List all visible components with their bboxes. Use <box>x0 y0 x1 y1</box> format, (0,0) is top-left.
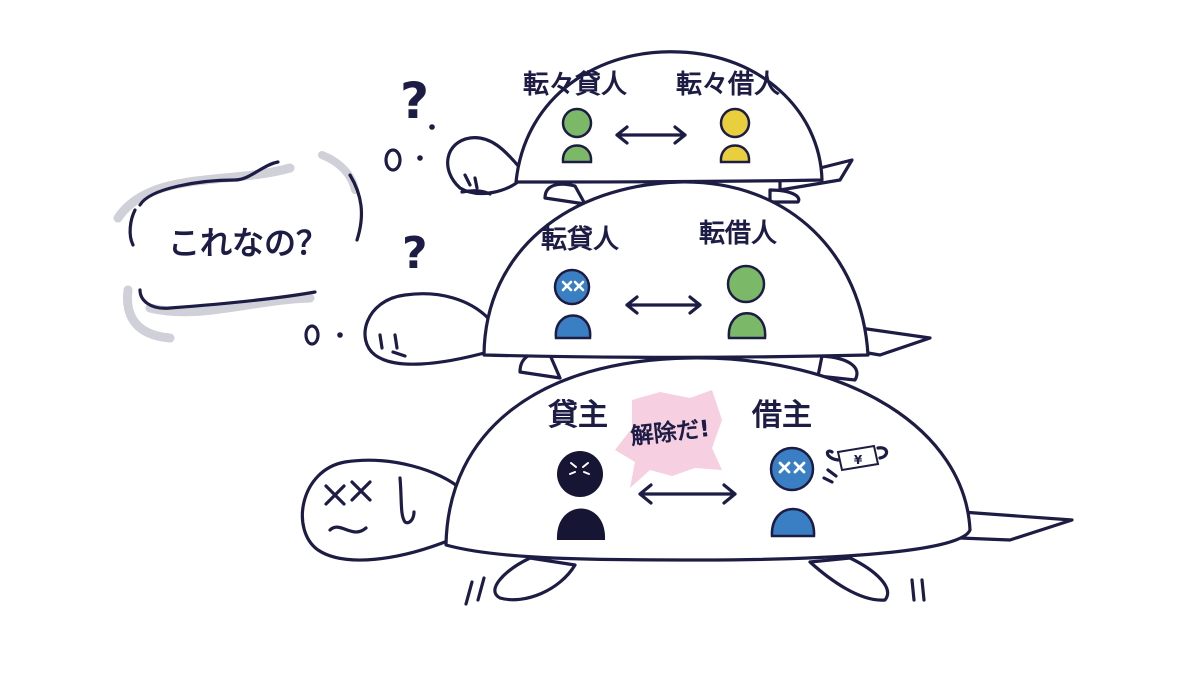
middle-left-person-icon <box>553 268 592 340</box>
middle-left-person-head <box>553 268 591 306</box>
top-turtle: 転々貸人 転々借人 <box>446 50 854 206</box>
bottom-right-person-icon <box>769 446 816 538</box>
middle-right-person-head <box>726 264 766 304</box>
top-left-person-icon <box>561 107 593 164</box>
middle-left-person-body <box>554 314 592 340</box>
bottom-left-person-head <box>557 451 603 497</box>
bottom-turtle-front-leg <box>493 556 577 602</box>
question-mark-1: ? <box>400 72 429 130</box>
middle-turtle-shell <box>482 180 870 359</box>
bottom-right-person-head <box>769 446 815 492</box>
bottom-left-label: 貸主 <box>548 398 608 433</box>
bottom-double-arrow-icon <box>638 483 737 505</box>
bottom-turtle: 貸主 借主 解除だ! ¥ <box>300 356 1074 606</box>
bottom-turtle-head <box>300 458 464 562</box>
top-left-label: 転々貸人 <box>523 69 627 100</box>
middle-turtle: 転貸人 転借人 <box>363 180 932 382</box>
burst-icon: 解除だ! <box>615 390 722 488</box>
bottom-left-person-body <box>556 508 606 540</box>
thought-bubble-text: これなの？ <box>168 224 328 262</box>
top-left-person-head <box>561 107 593 139</box>
middle-left-label: 転貸人 <box>541 224 619 255</box>
top-right-label: 転々借人 <box>676 70 780 100</box>
middle-right-person-icon <box>726 264 767 340</box>
top-left-person-body <box>561 144 593 164</box>
bottom-turtle-back-leg <box>808 556 890 602</box>
question-mark-2: ? <box>402 228 428 279</box>
top-right-person-icon <box>719 107 751 164</box>
top-turtle-head <box>446 136 522 196</box>
bottom-turtle-tail <box>958 510 1074 542</box>
middle-double-arrow-icon <box>625 295 702 315</box>
middle-turtle-head <box>363 292 490 366</box>
middle-right-person-body <box>727 312 767 340</box>
top-double-arrow-icon <box>615 125 687 145</box>
money-bill-icon: ¥ <box>822 444 889 484</box>
thought-bubble: これなの？ <box>113 124 435 346</box>
top-right-person-head <box>719 107 751 139</box>
middle-right-label: 転借人 <box>699 219 777 249</box>
bottom-left-person-icon <box>556 451 606 540</box>
top-right-person-body <box>719 144 751 164</box>
bottom-right-label: 借主 <box>751 398 812 433</box>
money-symbol: ¥ <box>854 453 863 467</box>
bottom-right-person-body <box>770 507 816 538</box>
